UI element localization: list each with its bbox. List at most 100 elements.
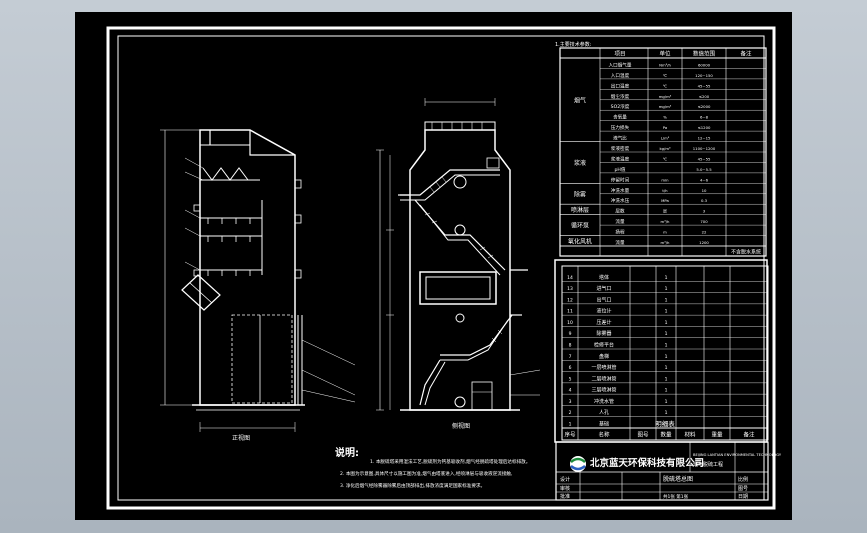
params-item-cell: 停留时间 bbox=[611, 176, 630, 183]
drawing-name: 脱硫塔总图 bbox=[663, 475, 693, 483]
bom-name-cell: 二层喷淋管 bbox=[591, 375, 616, 382]
params-value-cell: 1200 bbox=[699, 240, 709, 245]
params-unit-cell: L/m³ bbox=[661, 136, 670, 141]
params-item-cell: 冲洗水量 bbox=[611, 187, 630, 194]
params-item-cell: 压力损失 bbox=[611, 124, 630, 131]
bom-qty-cell: 1 bbox=[665, 320, 668, 326]
front-view: 正视图 bbox=[160, 129, 356, 442]
params-unit-cell: mg/m³ bbox=[659, 104, 672, 109]
params-unit-cell: m bbox=[663, 230, 667, 235]
params-unit-cell: mg/m³ bbox=[659, 94, 672, 99]
params-unit-cell: Pa bbox=[663, 125, 667, 130]
bom-name-cell: 检修平台 bbox=[594, 342, 614, 349]
params-group-label: 烟气 bbox=[574, 96, 586, 104]
params-item-cell: 入口烟气量 bbox=[609, 61, 632, 68]
bom-no-cell: 5 bbox=[569, 376, 572, 382]
params-group-label: 除雾 bbox=[574, 190, 586, 198]
bom-name-cell: 三层喷淋管 bbox=[591, 387, 616, 394]
params-unit-cell: MPa bbox=[661, 198, 669, 203]
bom-header-cell: 材料 bbox=[684, 431, 696, 439]
bom-name-cell: 一层喷淋管 bbox=[591, 364, 616, 371]
bom-qty-cell: 1 bbox=[665, 422, 668, 428]
params-value-cell: 3 bbox=[703, 209, 706, 214]
bom-name-cell: 进气口 bbox=[596, 285, 611, 292]
params-value-cell: ≤2000 bbox=[698, 104, 711, 109]
bom-header-cell: 序号 bbox=[564, 431, 576, 439]
params-header-cell: 数值范围 bbox=[693, 50, 716, 58]
params-unit-cell: % bbox=[663, 115, 667, 120]
bom-no-cell: 13 bbox=[567, 286, 573, 292]
bom-qty-cell: 1 bbox=[665, 286, 668, 292]
tb-label-approve: 批准 bbox=[560, 493, 570, 500]
params-item-cell: 扬程 bbox=[615, 229, 625, 236]
bom-grid bbox=[562, 266, 768, 440]
side-view: 侧视图 bbox=[376, 98, 541, 430]
bom-header-cell: 数量 bbox=[660, 431, 672, 439]
bom-no-cell: 12 bbox=[567, 297, 573, 303]
params-item-cell: SO2浓度 bbox=[611, 103, 630, 110]
bom-name-cell: 压差计 bbox=[596, 319, 611, 326]
bom-qty-cell: 1 bbox=[665, 309, 668, 315]
bom-qty-cell: 1 bbox=[665, 376, 668, 382]
params-item-cell: 浆液温度 bbox=[611, 155, 630, 162]
bom-no-cell: 9 bbox=[569, 331, 572, 337]
bom-name-cell: 除雾器 bbox=[596, 330, 611, 337]
params-item-cell: 液气比 bbox=[613, 135, 627, 142]
bom-no-cell: 3 bbox=[569, 399, 572, 405]
tb-label-number: 图号 bbox=[738, 486, 748, 492]
params-item-cell: 浆液密度 bbox=[611, 145, 630, 152]
params-unit-cell: ℃ bbox=[663, 73, 667, 78]
params-unit-cell: t/h bbox=[662, 188, 668, 193]
params-value-cell: 45~55 bbox=[698, 156, 711, 161]
project-name: 烟气脱硫工程 bbox=[693, 461, 723, 468]
params-item-cell: 流量 bbox=[615, 218, 625, 225]
bom-no-cell: 4 bbox=[569, 388, 572, 394]
bom-name-cell: 出气口 bbox=[596, 296, 611, 303]
params-value-cell: 120~150 bbox=[695, 73, 713, 78]
params-item-cell: 入口温度 bbox=[611, 72, 630, 79]
params-header-cell: 备注 bbox=[740, 50, 752, 58]
params-value-cell: 22 bbox=[702, 230, 707, 235]
params-header-cell: 单位 bbox=[659, 50, 671, 58]
bom-no-cell: 14 bbox=[567, 275, 573, 281]
bom-no-cell: 7 bbox=[569, 354, 572, 360]
notes-heading: 说明: bbox=[335, 446, 359, 459]
bom-no-cell: 10 bbox=[567, 320, 573, 326]
params-value-cell: 6~8 bbox=[700, 115, 709, 120]
company-sub: BEIJING LANTIAN ENVIRONMENTAL TECHNOLOGY bbox=[693, 453, 782, 457]
params-header-cell: 项目 bbox=[614, 51, 625, 58]
bom-name-cell: 液位计 bbox=[596, 308, 611, 315]
params-item-cell: 层数 bbox=[615, 208, 625, 215]
bom-header-cell: 备注 bbox=[743, 431, 755, 439]
bom-qty-cell: 1 bbox=[665, 343, 668, 349]
params-value-cell: 4~6 bbox=[700, 177, 709, 182]
params-value-cell: 45~55 bbox=[698, 83, 711, 88]
params-unit-cell: m³/h bbox=[661, 240, 670, 245]
params-item-cell: 冲洗水压 bbox=[611, 197, 630, 204]
bom-no-cell: 11 bbox=[567, 309, 573, 315]
bom-header-cell: 名称 bbox=[598, 431, 610, 439]
bom-no-cell: 1 bbox=[569, 422, 572, 428]
notes-line-3: 3. 净化后烟气经除雾器除雾后由顶部排出,排放浓度满足国家标准要求。 bbox=[340, 482, 485, 489]
params-unit-cell: Nm³/h bbox=[659, 62, 671, 67]
company-logo bbox=[570, 456, 586, 472]
params-value-cell: 700 bbox=[700, 219, 708, 224]
sheet-count: 共1张 第1张 bbox=[663, 493, 689, 500]
bom-no-cell: 6 bbox=[569, 365, 572, 371]
bom-name-cell: 盘梯 bbox=[599, 353, 609, 360]
params-value-cell: 12~15 bbox=[698, 136, 711, 141]
tb-label-date: 日期 bbox=[738, 494, 748, 500]
params-value-cell: 60000 bbox=[698, 62, 711, 67]
params-unit-cell: 层 bbox=[663, 209, 667, 214]
params-footer-note: 不含脱水系统 bbox=[731, 249, 761, 256]
bom-name-cell: 基础 bbox=[599, 421, 609, 428]
params-unit-cell: ℃ bbox=[663, 156, 667, 161]
params-item-cell: pH值 bbox=[615, 166, 626, 173]
params-item-cell: 含氧量 bbox=[613, 114, 627, 121]
bom-header-cell: 图号 bbox=[637, 431, 649, 439]
params-unit-cell: kg/m³ bbox=[659, 146, 671, 151]
